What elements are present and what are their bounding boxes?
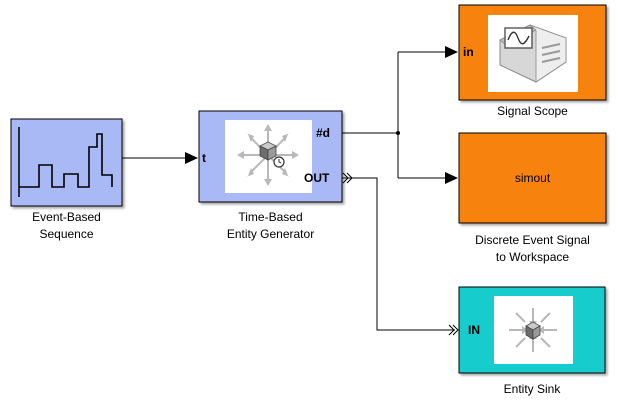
workspace-label-line1: Discrete Event Signal [475,233,590,247]
entity-sink-block[interactable] [458,286,606,374]
scope-port-in: in [463,45,474,59]
generator-label-line2: Entity Generator [226,227,315,241]
signal-to-workspace-block[interactable] [458,132,607,224]
sink-block-label: Entity Sink [503,382,561,396]
entity-sink-icon [509,308,557,352]
workspace-label-line2: to Workspace [495,250,570,264]
sink-port-in: IN [468,323,480,337]
signal-scope-block[interactable] [458,4,607,101]
generator-label-line1: Time-Based [238,210,303,224]
entity-line-generator-to-sink[interactable] [342,172,459,336]
generator-port-out: OUT [304,171,330,185]
generator-block-label: Time-Based Entity Generator [190,209,351,243]
signal-line-sequence-to-generator[interactable] [122,152,198,164]
sequence-label-line1: Event-Based [32,210,101,224]
entity-generator-icon [237,124,299,186]
scope-monitor-icon [499,24,567,83]
sequence-label-line2: Sequence [39,227,94,241]
event-based-sequence-block[interactable] [10,118,123,207]
workspace-block-label: Discrete Event Signal to Workspace [432,232,618,266]
workspace-variable-name: simout [514,171,551,185]
entity-generator-block[interactable] [198,110,343,203]
scope-block-label: Signal Scope [497,104,568,118]
generator-port-count: #d [316,126,331,140]
signal-line-to-scope[interactable] [398,46,458,58]
signal-line-count-branch[interactable] [342,52,400,178]
staircase-signal-icon [18,127,113,197]
signal-line-to-workspace[interactable] [398,172,458,184]
sequence-block-label: Event-Based Sequence [6,209,127,243]
generator-port-t: t [202,151,206,165]
